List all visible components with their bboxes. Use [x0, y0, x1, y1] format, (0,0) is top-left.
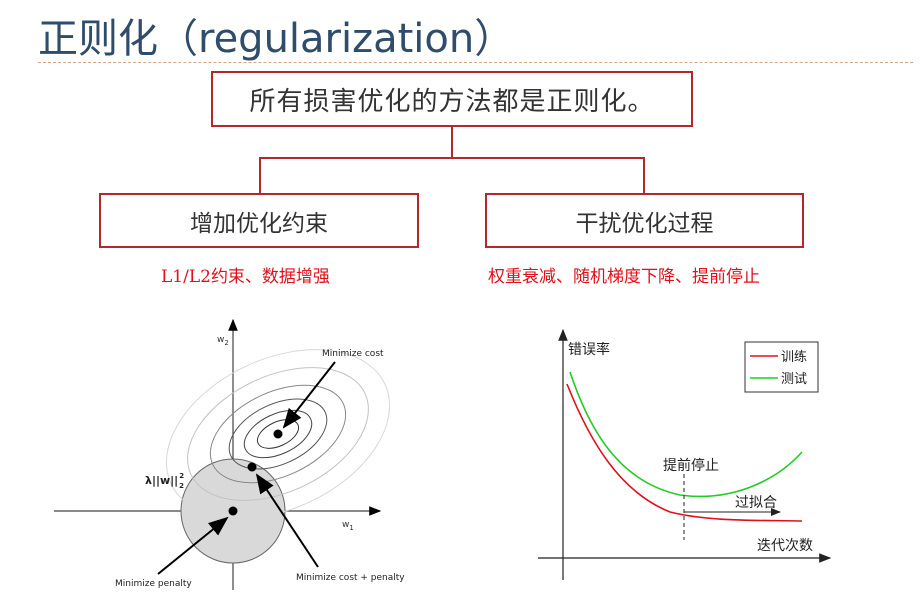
- w1-label: w1: [342, 520, 354, 532]
- error-rate-label: 错误率: [568, 341, 610, 358]
- constraint-examples: L1/L2约束、数据增强: [161, 267, 330, 287]
- penalty-minimum-point: [228, 506, 238, 516]
- connector-horizontal: [259, 157, 644, 159]
- iterations-label: 迭代次数: [757, 538, 813, 554]
- w2-label: w2: [217, 335, 229, 347]
- legend-test-label: 测试: [781, 372, 807, 387]
- constraint-box: 增加优化约束: [99, 193, 419, 248]
- test-curve: [569, 371, 803, 498]
- training-curve: [566, 383, 803, 522]
- min-penalty-label: Minimize penalty: [115, 579, 192, 589]
- early-stopping-figure: 错误率 迭代次数 提前停止 过拟合 训练 测试: [538, 328, 832, 580]
- min-cost-label: Minimize cost: [322, 349, 384, 359]
- connector-root-stem: [451, 127, 453, 158]
- cost-minimum-point: [273, 429, 283, 439]
- title-divider: [38, 62, 913, 63]
- connector-right-stem: [643, 157, 645, 194]
- arrow-min-penalty: [157, 516, 229, 575]
- cost-contours: [165, 349, 391, 519]
- connector-left-stem: [259, 157, 261, 194]
- interference-box: 干扰优化过程: [485, 193, 804, 248]
- arrow-min-cost: [282, 361, 336, 429]
- legend-training-label: 训练: [781, 350, 807, 365]
- root-concept-box: 所有损害优化的方法都是正则化。: [211, 71, 693, 127]
- arrow-min-cost-penalty: [255, 473, 319, 568]
- page-title: 正则化（regularization）: [38, 16, 515, 62]
- interference-examples: 权重衰减、随机梯度下降、提前停止: [488, 267, 760, 287]
- early-stop-label: 提前停止: [663, 457, 719, 474]
- legend: 训练 测试: [744, 341, 819, 393]
- overfit-label: 过拟合: [735, 495, 777, 511]
- combined-minimum-point: [247, 462, 257, 472]
- min-cost-penalty-label: Minimize cost + penalty: [296, 573, 405, 583]
